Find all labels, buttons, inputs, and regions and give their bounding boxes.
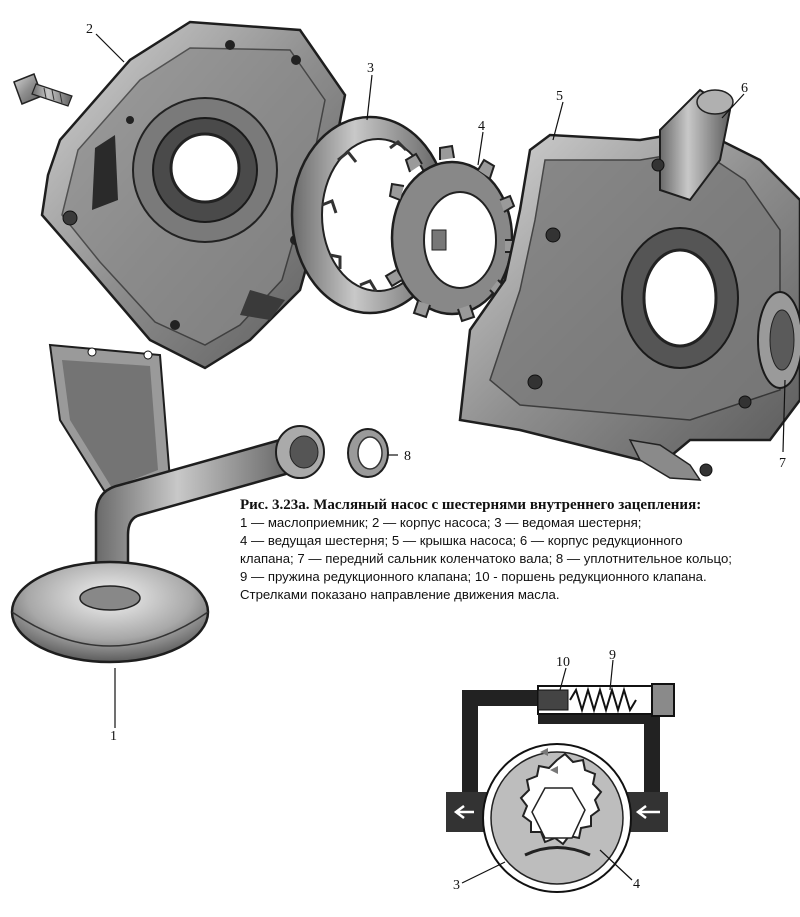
caption-line: 9 — пружина редукционного клапана; 10 - …	[240, 569, 707, 584]
caption-line: 1 — маслоприемник; 2 — корпус насоса; 3 …	[240, 515, 642, 530]
callout-3-schematic: 3	[453, 878, 460, 893]
caption-line: клапана; 7 — передний сальник коленчаток…	[240, 551, 732, 566]
figure-caption: Рис. 3.23а. Масляный насос с шестернями …	[240, 496, 796, 604]
callout-10: 10	[556, 655, 570, 670]
sealing-ring-illustration	[347, 428, 389, 478]
callout-7: 7	[779, 456, 786, 471]
pump-body-illustration	[40, 20, 347, 370]
caption-title: Рис. 3.23а. Масляный насос с шестернями …	[240, 497, 702, 513]
callout-3: 3	[367, 61, 374, 76]
pump-cover-illustration	[458, 88, 800, 481]
callout-2: 2	[86, 22, 93, 37]
callout-4: 4	[478, 119, 485, 134]
caption-line: 4 — ведущая шестерня; 5 — крышка насоса;…	[240, 533, 683, 548]
oil-receiver-illustration	[10, 343, 325, 664]
callout-1: 1	[110, 729, 117, 744]
callout-5: 5	[556, 89, 563, 104]
leader-lines	[95, 33, 786, 884]
callout-6: 6	[741, 81, 748, 96]
callout-8: 8	[404, 449, 411, 464]
drive-gear-illustration	[384, 144, 518, 323]
callout-9: 9	[609, 648, 616, 663]
relief-valve-schematic	[446, 683, 675, 893]
caption-line: Стрелками показано направление движения …	[240, 587, 560, 602]
callout-numbers: 1 2 3 4 5 6 7 8 9 10 3 4	[86, 22, 786, 893]
callout-4-schematic: 4	[633, 877, 640, 892]
bolt-illustration	[13, 73, 73, 107]
